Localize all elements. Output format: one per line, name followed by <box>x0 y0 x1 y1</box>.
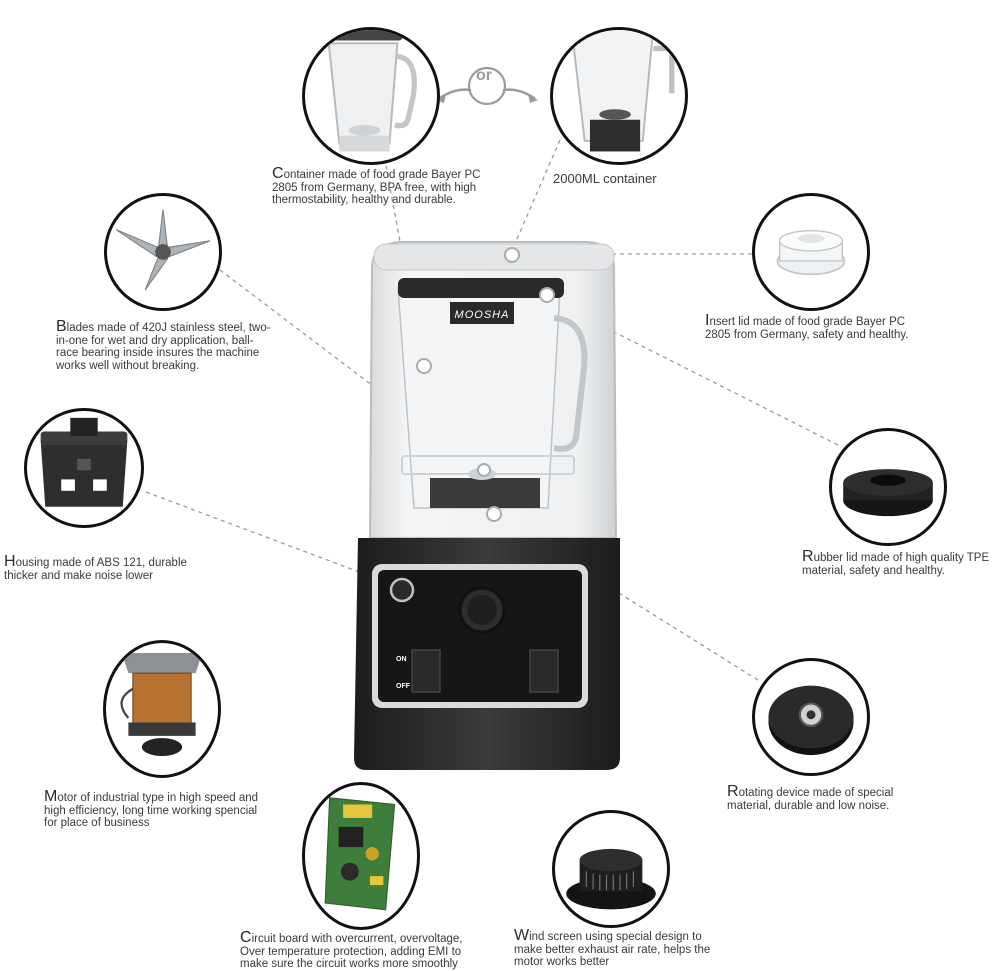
rotating-device-icon <box>768 685 854 756</box>
pulse-switch <box>529 649 559 693</box>
housing-icon <box>40 417 128 507</box>
on-label: ON <box>396 656 407 663</box>
jar-handle <box>553 315 588 452</box>
container-pc-circle <box>302 27 440 165</box>
caption-rubber-lid: Rubber lid made of high quality TPE mate… <box>802 548 990 577</box>
housing-circle <box>24 408 144 528</box>
motor-circle <box>103 640 221 778</box>
hotspot-blades <box>477 463 491 477</box>
jar-2000ml-icon <box>570 30 675 152</box>
hotspot-housing <box>389 577 415 603</box>
shield-top-band <box>373 243 615 271</box>
wind-screen-icon <box>566 848 656 910</box>
container-2000ml-circle <box>550 27 688 165</box>
jar-pc-icon <box>327 30 417 152</box>
rotating-device-circle <box>752 658 870 776</box>
caption-housing: Housing made of ABS 121, durable thicker… <box>4 553 187 582</box>
or-arrowhead-right <box>528 94 538 103</box>
brand-text: MOOSHA <box>455 309 510 321</box>
rubber-lid-circle <box>829 428 947 546</box>
caption-wind-screen: Wind screen using special design to make… <box>514 927 711 969</box>
hotspot-rubber-lid <box>539 287 555 303</box>
caption-blades: Blades made of 420J stainless steel, two… <box>56 318 271 372</box>
blades-circle <box>104 193 222 311</box>
off-label: OFF <box>396 683 411 690</box>
circuit-board-circle <box>302 782 420 930</box>
leader-2000-container <box>509 139 561 256</box>
brand-plate <box>450 302 514 324</box>
hotspot-insert-lid <box>504 247 520 263</box>
caption-circuit: Circuit board with overcurrent, overvolt… <box>240 929 463 971</box>
caption-container: Container made of food grade Bayer PC 28… <box>272 165 481 207</box>
jar-lid <box>398 278 564 298</box>
or-label: or <box>476 67 492 84</box>
blender-illustration: MOOSHA ON OFF <box>354 241 620 770</box>
rubber-lid-icon <box>843 469 933 517</box>
caption-motor: Motor of industrial type in high speed a… <box>44 788 259 830</box>
caption-rotating: Rotating device made of special material… <box>727 783 894 812</box>
insert-lid-circle <box>752 193 870 311</box>
leader-rubber-lid <box>546 297 839 446</box>
or-ring <box>467 66 507 106</box>
motor-icon <box>120 653 203 757</box>
wind-screen-circle <box>552 810 670 928</box>
blades-icon <box>115 209 211 291</box>
speed-knob-inner <box>467 595 497 625</box>
jar-foot <box>430 478 540 508</box>
caption-2000ml-container: 2000ML container <box>553 171 657 186</box>
caption-insert-lid: Insert lid made of food grade Bayer PC 2… <box>705 312 909 341</box>
hotspot-container <box>416 358 432 374</box>
hotspot-rotating <box>486 506 502 522</box>
insert-lid-icon <box>776 230 846 276</box>
circuit-board-icon <box>324 797 396 911</box>
on-off-switch <box>411 649 441 693</box>
